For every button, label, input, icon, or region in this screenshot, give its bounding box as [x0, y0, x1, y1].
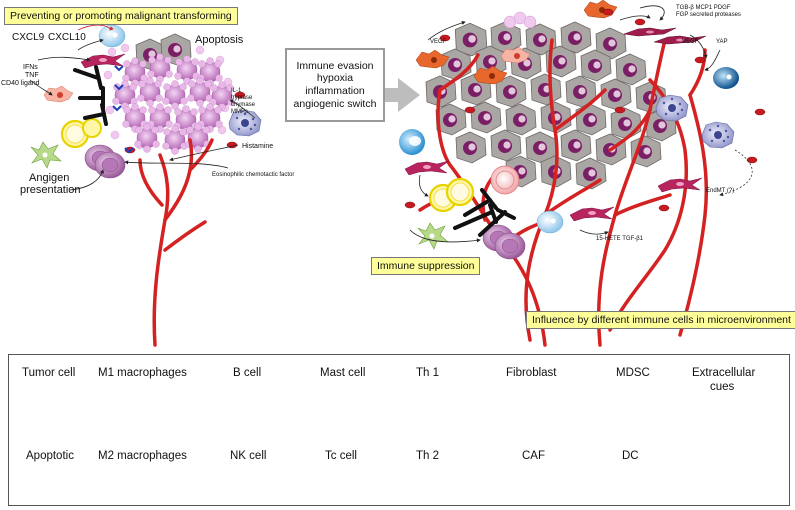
fibroblast-right-2 [657, 177, 703, 193]
mdsc-right [490, 165, 520, 195]
fibroblast-right-3 [569, 206, 615, 222]
legend-extracellular-1: Extracellular [692, 367, 756, 379]
label-apoptosis: Apoptosis [195, 34, 244, 46]
label-mmps: MMPs [231, 109, 248, 115]
legend-caf: CAF [522, 450, 545, 462]
label-vegf-right: VEGF [682, 39, 699, 45]
cue-right-8 [404, 201, 416, 209]
b-cell-right [399, 129, 425, 155]
label-yap: YAP [716, 39, 728, 45]
left-blood-vessels [138, 138, 214, 347]
fibroblast-right-1 [404, 160, 450, 176]
tc-cell-right-2 [494, 232, 526, 260]
suppression-box: Immune suppression [371, 257, 481, 275]
label-antigen-1: Angigen [29, 172, 70, 184]
th1-cell-left [98, 24, 126, 48]
label-fgp-line: FGP secreted proteases [676, 12, 741, 18]
legend-nk-cell: NK cell [230, 450, 267, 462]
legend-fibroblast: Fibroblast [506, 367, 557, 379]
cue-right-2 [602, 8, 614, 16]
preventing-box: Preventing or promoting malignant transf… [4, 7, 238, 25]
dc-left [30, 141, 62, 169]
cue-right-3 [634, 18, 646, 26]
arrows-right [409, 14, 721, 243]
legend-box [8, 354, 790, 506]
cue-right-7 [658, 204, 670, 212]
cue-right-10 [614, 106, 626, 114]
legend-apoptotic: Apoptotic [26, 450, 74, 462]
caf-right-1 [623, 27, 677, 37]
transition-arrow [385, 78, 420, 112]
mast-cell-right-1 [655, 94, 689, 122]
nk-cell-right-2 [445, 177, 475, 207]
th1-cell-right [536, 210, 564, 234]
center-line-2: hypoxia [316, 72, 354, 85]
label-eosinophilic: Eosinophilic chemotactic factor [212, 172, 295, 178]
legend-b-cell: B cell [233, 367, 262, 379]
nk-cell-left-2 [82, 118, 102, 138]
cue-right-6 [746, 156, 758, 164]
influence-box: Influence by different immune cells in m… [526, 311, 795, 329]
m1-macrophage-left [43, 85, 74, 103]
label-tgfb-line: TGB-β MCP1 PDGF [676, 5, 731, 11]
th2-cell-right [713, 67, 739, 89]
legend-m2: M2 macrophages [98, 450, 187, 462]
label-ifns: IFNs [23, 64, 38, 71]
legend-dc: DC [622, 450, 639, 462]
label-tnf: TNF [25, 72, 39, 79]
label-cd40: CD40 ligand [1, 80, 40, 87]
center-line-4: angiogenic switch [293, 97, 377, 110]
label-tryptase: tryptase [231, 95, 253, 101]
cue-right-4 [694, 56, 706, 64]
label-cxcl10: CXCL10 [48, 32, 86, 43]
legend-mast-cell: Mast cell [320, 367, 366, 379]
legend-mdsc: MDSC [616, 367, 650, 379]
center-process-box: Immune evasion hypoxia inflammation angi… [285, 48, 385, 122]
right-tumor-mass [425, 11, 677, 190]
dc-right [417, 222, 449, 250]
mast-cell-right-2 [701, 121, 735, 149]
left-tumor-cluster [103, 33, 235, 155]
label-vegf-left: VEGF [430, 39, 447, 45]
cue-right-5 [754, 108, 766, 116]
tc-cell-left-2 [94, 151, 126, 179]
label-chymase: chymase [231, 102, 256, 108]
cue-right-9 [464, 106, 476, 114]
arrows-left [29, 38, 256, 191]
endmt-dashed-arrow [719, 149, 753, 197]
center-line-3: inflammation [305, 85, 365, 97]
label-endmt: EndMT (?) [706, 188, 735, 194]
center-line-1: Immune evasion [296, 59, 374, 72]
label-antigen-2: presentation [20, 184, 81, 196]
label-il1: IL-1 [231, 88, 242, 94]
m2-macrophage-3 [583, 0, 618, 19]
legend-tumor-cell: Tumor cell [22, 367, 76, 379]
legend-extracellular-2: cues [710, 381, 735, 393]
legend-m1: M1 macrophages [98, 367, 187, 379]
inhibition-symbols-right [453, 188, 516, 237]
legend-tc-cell: Tc cell [325, 450, 357, 462]
inhibition-symbols-left [73, 65, 108, 126]
label-hete: 15-HETE TGF-β1 [596, 236, 644, 242]
legend-th2: Th 2 [416, 450, 440, 462]
receptor-icons [112, 65, 134, 154]
fibroblast-left [80, 53, 126, 69]
label-histamine: Histamine [242, 143, 274, 150]
label-cxcl9: CXCL9 [12, 32, 45, 43]
legend-th1: Th 1 [416, 367, 440, 379]
